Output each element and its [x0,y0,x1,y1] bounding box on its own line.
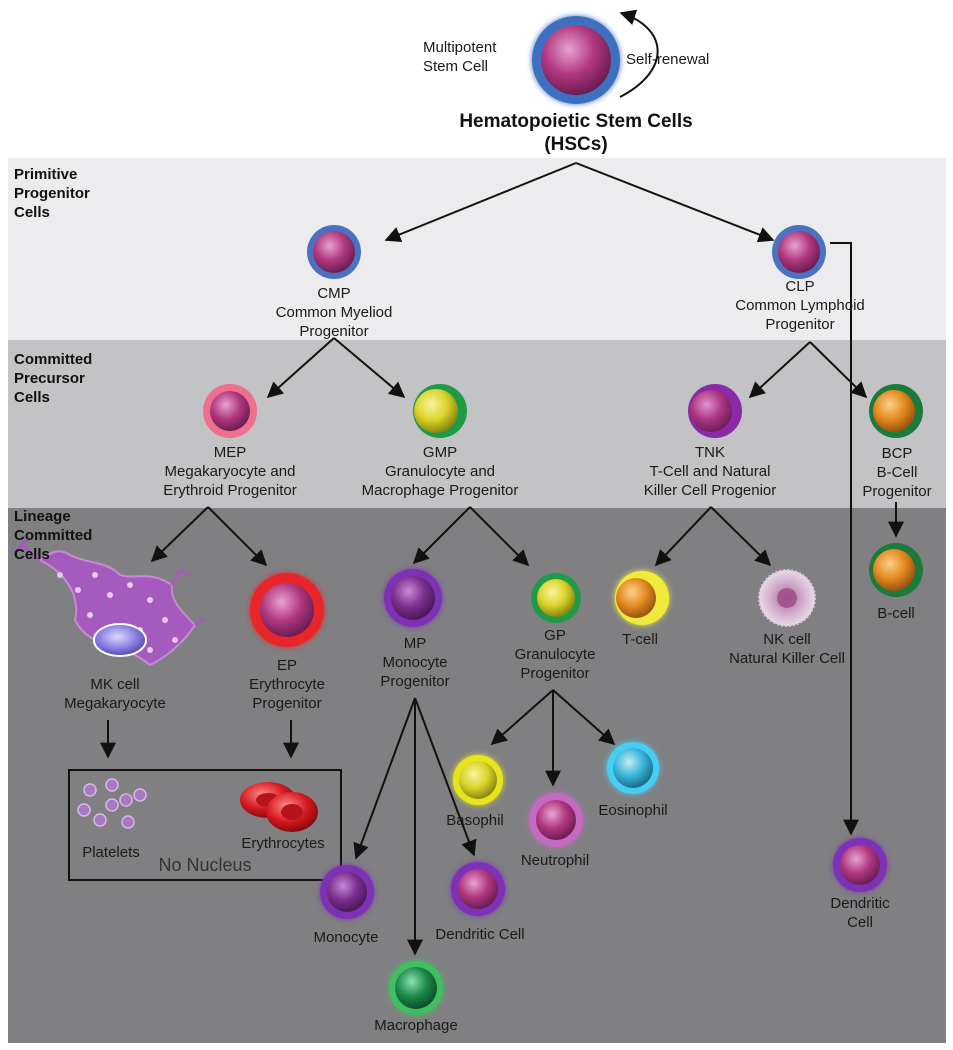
t-cell [615,571,669,625]
ep-cell [250,573,324,647]
tnk-cell [688,384,742,438]
arrows [100,162,904,956]
eosinophil-label: Eosinophil [598,802,668,819]
multipotent-label: Multipotent Stem Cell [423,39,497,75]
no-nucleus-box [68,769,342,881]
arrow-tnk-nk [710,506,772,567]
ep-label: EP Erythrocyte Progenitor [249,657,325,712]
mp-label: MP Monocyte Progenitor [380,635,450,690]
neutrophil-label: Neutrophil [520,852,590,869]
cmp-cell [307,225,361,279]
band-label-committed: Committed Precursor Cells [14,351,93,406]
arrow-gp-basophil [490,689,554,746]
megakaryocyte-cell [13,536,206,667]
gp-cell [531,573,581,623]
no-nucleus-label: No Nucleus [158,855,252,875]
arrow-mep-mk [150,506,209,563]
basophil-label: Basophil [446,812,504,829]
monocyte-label: Monocyte [313,929,379,946]
bcell-label: B-cell [877,605,915,622]
arrow-mp-dendritic [414,697,477,857]
arrow-mp-monocyte [353,697,416,860]
erythrocytes-label: Erythrocytes [241,835,325,852]
arrow-gmp-mp [412,506,471,565]
basophil-cell [453,755,503,805]
arrow-mep-ep [207,506,268,567]
gmp-cell [413,384,467,438]
neutrophil-cell [529,793,583,847]
nk-label: NK cell Natural Killer Cell [729,631,845,667]
macrophage-cell [389,961,443,1015]
b-cell [869,543,923,597]
monocyte-cell [320,865,374,919]
arrow-gp-eosinophil [552,689,616,746]
arrow-cmp-mep [266,337,335,399]
gp-label: GP Granulocyte Progenitor [514,627,596,682]
arrow-clp-dendritic [830,242,859,836]
arrow-clp-bcp [809,341,868,399]
arrow-gmp-gp [469,506,530,567]
gmp-label: GMP Granulocyte and Macrophage Progenito… [361,444,519,499]
bcp-label: BCP B-Cell Progenitor [862,445,932,500]
hsc-title: Hematopoietic Stem Cells (HSCs) [459,111,693,155]
nk-cell [758,569,816,627]
tcell-label: T-cell [622,631,658,648]
platelets-cluster [77,778,147,829]
mk-label: MK cell Megakaryocyte [64,676,166,712]
mep-cell [203,384,257,438]
arrow-hsc-clp [575,162,775,243]
macrophage-label: Macrophage [374,1017,458,1034]
platelets-label: Platelets [82,844,140,861]
self-renewal-arrow [619,9,659,98]
eosinophil-cell [607,742,659,794]
clp-cell [772,225,826,279]
mep-label: MEP Megakaryocyte and Erythroid Progenit… [163,444,297,499]
bcp-cell [869,384,923,438]
hsc-cell [532,16,620,104]
tnk-label: TNK T-Cell and Natural Killer Cell Proge… [643,444,777,499]
dendritic-cell-myeloid [451,862,505,916]
arrow-clp-tnk [748,341,811,399]
band-committed [8,340,946,508]
dendritic-cell-lymphoid [833,838,887,892]
dendritic-cell-lymphoid-label: Dendritic Cell [830,895,890,931]
dendritic-cell-label: Dendritic Cell [435,926,525,943]
arrow-tnk-tcell [654,506,712,567]
band-label-lineage: Lineage Committed Cells [14,508,93,563]
self-renewal-label: Self-renewal [626,51,710,68]
erythrocytes-cluster [240,782,318,832]
arrow-hsc-cmp [384,162,577,243]
band-label-primitive: Primitive Progenitor Cells [14,166,90,221]
arrow-cmp-gmp [333,337,406,399]
clp-label: CLP Common Lymphoid Progenitor [735,278,865,333]
mp-cell [384,569,442,627]
cmp-label: CMP Common Myeliod Progenitor [275,285,393,340]
